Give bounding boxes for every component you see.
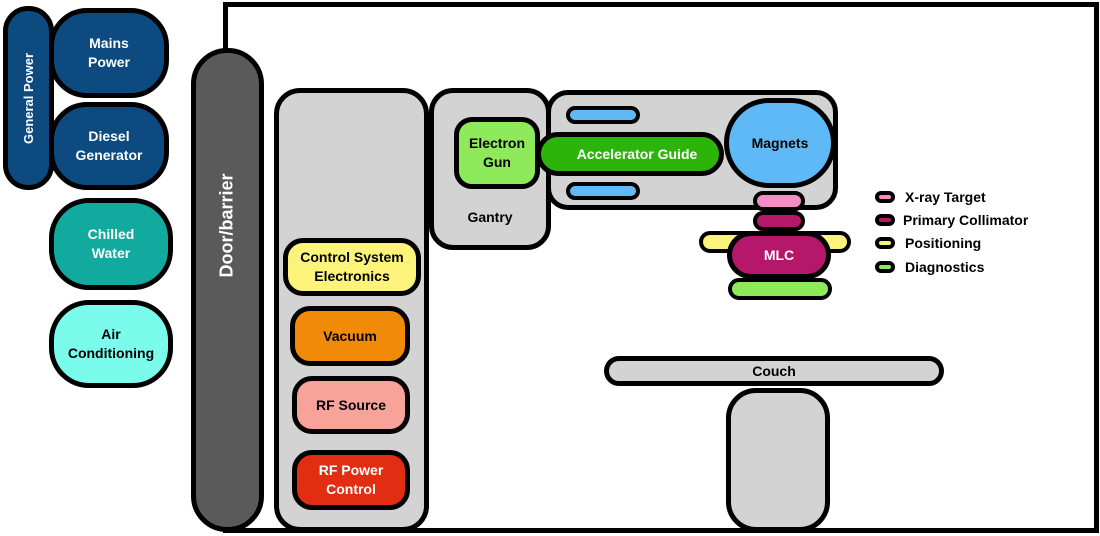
- legend-label: Positioning: [905, 235, 982, 251]
- couch-base: [726, 388, 830, 532]
- door-barrier: Door/barrier: [191, 48, 264, 532]
- accelerator-guide-label: Accelerator Guide: [576, 145, 698, 162]
- mlc-label: MLC: [763, 246, 795, 263]
- diesel-generator-box: Diesel Generator: [49, 102, 169, 190]
- gantry-label: Gantry: [467, 209, 513, 225]
- rf-feed-pill-bottom: [566, 182, 640, 200]
- control-system-electronics-label: Control System Electronics: [300, 249, 404, 284]
- mains-power-label: Mains Power: [87, 35, 130, 70]
- rf-power-control-box: RF Power Control: [292, 450, 410, 510]
- electron-gun-label: Electron Gun: [468, 135, 525, 170]
- gantry-box: Gantry: [429, 88, 551, 250]
- rf-power-control-label: RF Power Control: [318, 462, 384, 497]
- rf-feed-pill-top: [566, 106, 640, 124]
- legend-item: Primary Collimator: [875, 212, 1028, 228]
- legend-item: Diagnostics: [875, 259, 984, 275]
- rf-source-box: RF Source: [292, 376, 410, 434]
- mains-power-box: Mains Power: [49, 8, 169, 98]
- chilled-water-label: Chilled Water: [87, 226, 135, 261]
- vacuum-label: Vacuum: [323, 327, 377, 344]
- mlc-box: MLC: [727, 231, 831, 279]
- legend-label: X-ray Target: [905, 189, 986, 205]
- x-ray-target-pill: [753, 191, 805, 211]
- vacuum-box: Vacuum: [290, 306, 410, 366]
- legend-swatch: [875, 191, 895, 203]
- air-conditioning-box: Air Conditioning: [49, 300, 173, 388]
- couch-label: Couch: [752, 362, 796, 379]
- legend-swatch: [875, 237, 895, 249]
- electron-gun-box: Electron Gun: [454, 117, 540, 189]
- control-system-electronics-box: Control System Electronics: [283, 238, 421, 296]
- primary-collimator-pill: [753, 211, 805, 231]
- accelerator-guide-box: Accelerator Guide: [536, 132, 724, 176]
- legend-swatch: [875, 214, 895, 226]
- chilled-water-box: Chilled Water: [49, 198, 173, 290]
- magnets-box: Magnets: [724, 98, 836, 188]
- legend-label: Primary Collimator: [903, 212, 1029, 228]
- rf-source-label: RF Source: [315, 396, 386, 413]
- diagnostics-pill: [728, 278, 832, 300]
- magnets-label: Magnets: [751, 134, 809, 151]
- couch-top: Couch: [604, 356, 944, 386]
- air-conditioning-label: Air Conditioning: [67, 326, 155, 361]
- general-power-label: General Power: [21, 52, 37, 144]
- diesel-generator-label: Diesel Generator: [75, 128, 143, 163]
- legend-item: Positioning: [875, 235, 981, 251]
- legend-swatch: [875, 261, 895, 273]
- legend-item: X-ray Target: [875, 189, 986, 205]
- door-barrier-label: Door/barrier: [217, 172, 237, 278]
- general-power-bar: General Power: [3, 6, 54, 190]
- legend-label: Diagnostics: [905, 259, 985, 275]
